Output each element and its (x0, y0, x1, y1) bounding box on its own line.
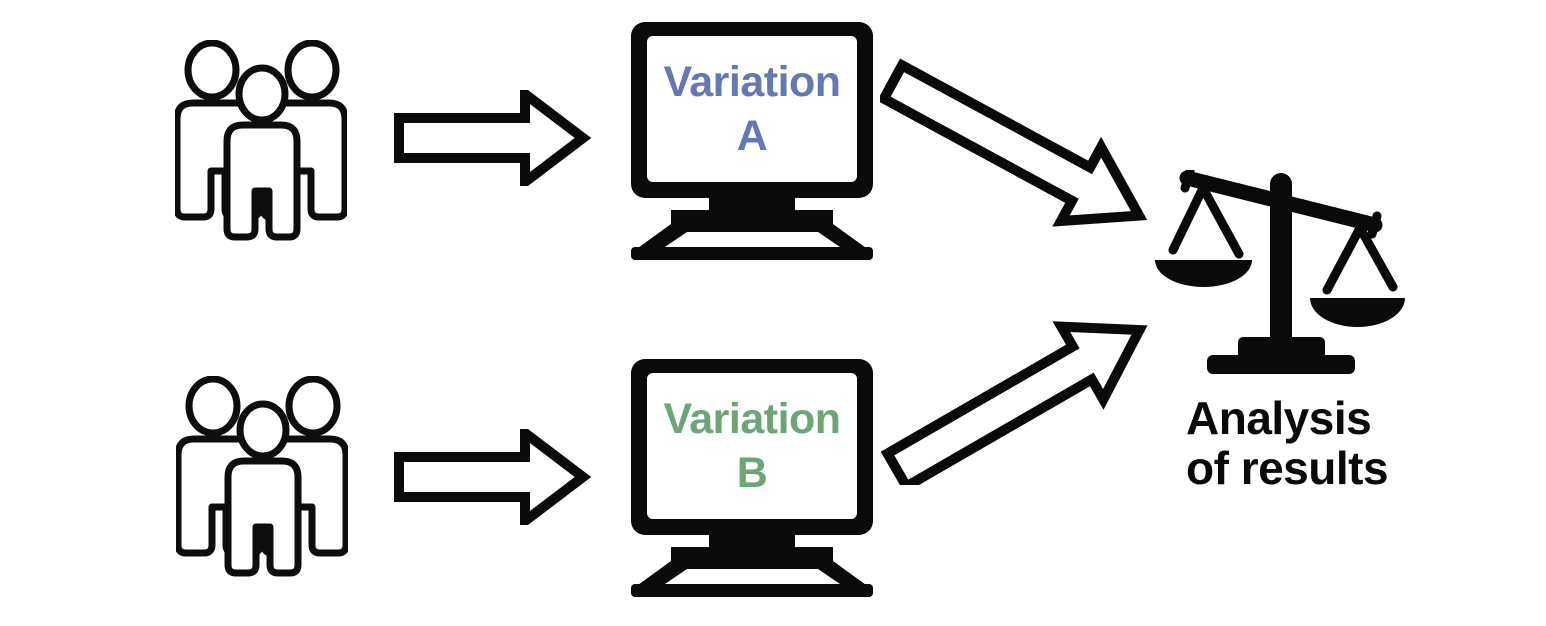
people-group-icon (176, 376, 348, 578)
arrow-up-right-icon (880, 295, 1160, 485)
arrow-down-right-icon (880, 58, 1160, 243)
arrow-right-icon-svg (394, 90, 592, 186)
computer-monitor-icon (631, 22, 873, 260)
analysis-caption-line1: Analysis (1186, 392, 1372, 444)
arrow-right-icon-svg (394, 429, 592, 525)
people-group-icon (175, 40, 347, 242)
variation-a-monitor: Variation A (631, 22, 873, 260)
computer-monitor-icon (631, 359, 873, 597)
analysis-caption-line2: of results (1186, 442, 1389, 494)
arrow-right-icon (393, 429, 593, 525)
arrow-down-right-icon-svg (880, 58, 1148, 227)
arrow-right-icon (393, 90, 593, 186)
variation-b-label-line1: Variation (663, 395, 841, 443)
variation-a-label-line1: Variation (663, 58, 841, 106)
variation-b-label-line2: B (736, 449, 768, 497)
people-group-icon-svg (175, 40, 347, 241)
variation-b-label: Variation B (647, 373, 857, 519)
variation-a-label-line2: A (736, 112, 768, 160)
balance-scale-icon-svg (1155, 170, 1405, 374)
people-group-icon-svg (176, 376, 348, 577)
balance-scale-icon (1155, 170, 1407, 374)
variation-a-label: Variation A (647, 36, 857, 182)
arrow-up-right-icon-svg (880, 321, 1148, 485)
analysis-caption: Analysis of results (1186, 392, 1389, 494)
variation-b-monitor: Variation B (631, 359, 873, 597)
